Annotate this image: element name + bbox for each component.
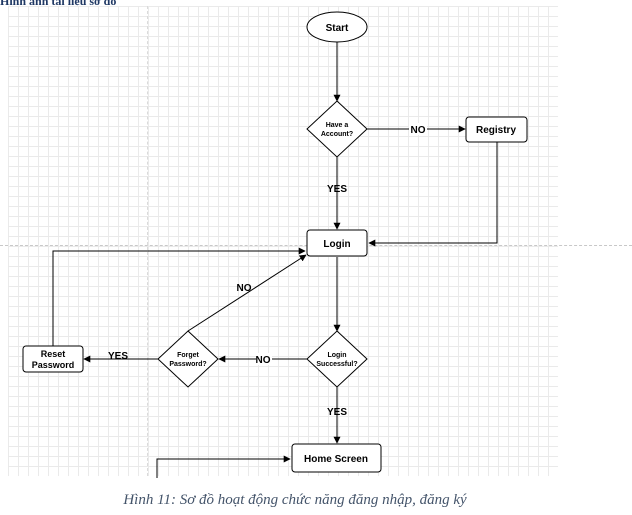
have-account-decision: [306, 100, 368, 158]
home-screen-node: [291, 443, 382, 473]
edge-label-forget-password-no: NO: [237, 283, 252, 294]
registry-node: [465, 116, 528, 143]
edge-reset-password-to-login: [52, 247, 306, 346]
edge-registry-to-login: [368, 142, 498, 247]
cropped-heading-text: Hình ảnh tài liệu sơ đồ: [0, 0, 117, 8]
edge-label-login-successful-no: NO: [256, 355, 271, 366]
edge-label-login-successful-yes: YES: [327, 407, 347, 418]
connectors: [52, 42, 498, 478]
forget-password-decision: [157, 330, 219, 388]
edge-label-have-account-no: NO: [411, 125, 426, 136]
login-successful-label-line2: Successful?: [316, 361, 357, 368]
login-successful-decision: [306, 330, 368, 388]
login-successful-label-line1: Login: [327, 352, 346, 359]
start-node: [306, 11, 368, 43]
reset-password-label-line2: Password: [32, 360, 75, 370]
login-node: [306, 229, 368, 257]
forget-password-label-line1: Forget: [177, 352, 199, 359]
flowchart: NO YES NO NO YES YES Start Have a Accoun…: [22, 11, 528, 478]
edge-incoming-to-home-screen: [156, 455, 291, 478]
have-account-label-line2: Account?: [321, 131, 353, 138]
have-account-label-line1: Have a: [326, 122, 349, 129]
vertical-guide: [147, 6, 148, 476]
home-screen-label: Home Screen: [304, 454, 368, 465]
login-label: Login: [323, 239, 350, 250]
start-label: Start: [326, 23, 349, 34]
edge-label-have-account-yes: YES: [327, 184, 347, 195]
edge-forget-password-to-login: [187, 254, 307, 332]
reset-password-node: [22, 345, 84, 373]
reset-password-label-line1: Reset: [41, 349, 66, 359]
figure-caption: Hình 11: Sơ đồ hoạt động chức năng đăng …: [123, 492, 467, 508]
edge-label-forget-password-yes: YES: [108, 351, 128, 362]
diagram-canvas: [8, 6, 558, 476]
forget-password-label-line2: Password?: [169, 361, 206, 368]
registry-label: Registry: [476, 125, 516, 136]
